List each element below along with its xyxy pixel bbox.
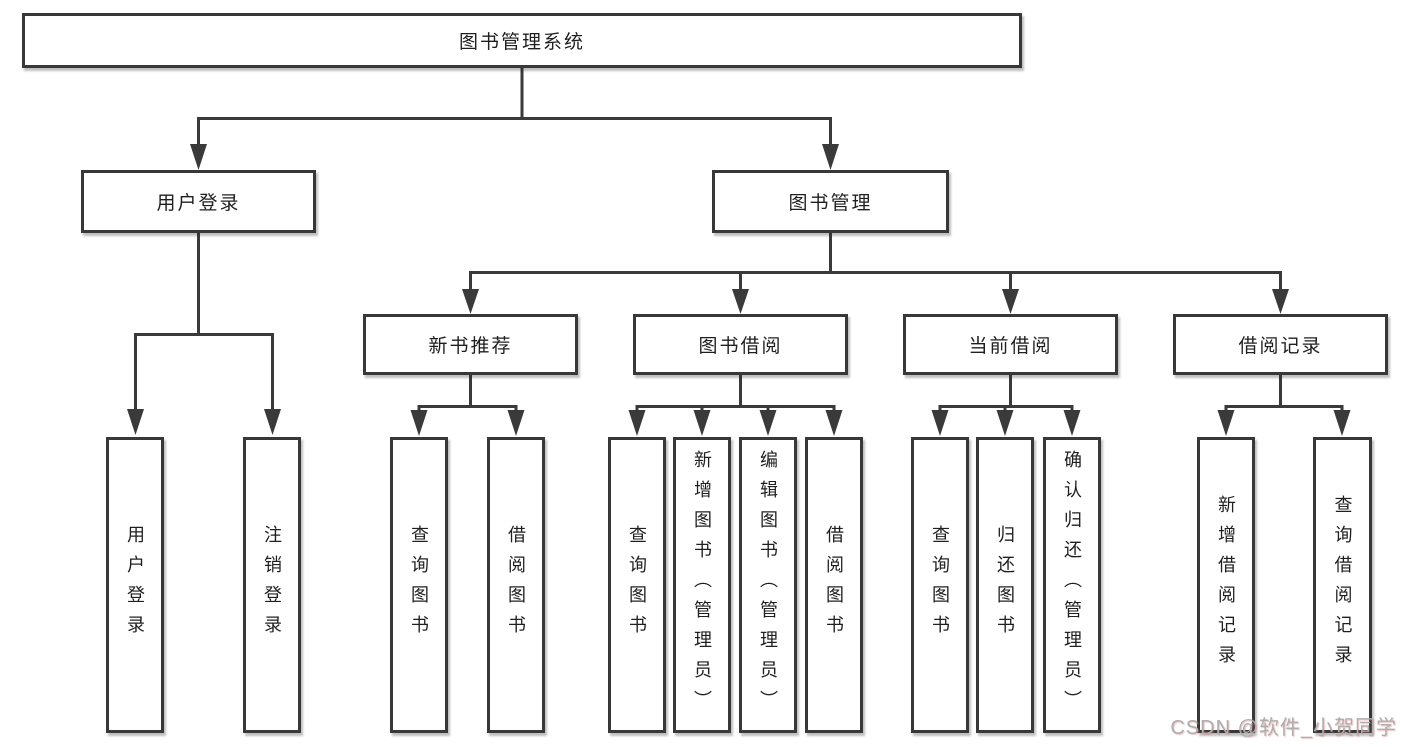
node-book-borrowing: 图书借阅 [633,314,848,375]
node-label: 图书管理 [788,193,873,214]
node-book-management: 图书管理 [712,170,949,233]
leaf-search-books-recommend: 查询图书 [390,437,448,733]
node-library-management-system: 图书管理系统 [22,13,1022,68]
leaf-borrow-books-recommend: 借阅图书 [487,437,545,733]
node-label: 新书推荐 [428,336,513,357]
leaf-borrow-books-borrowing: 借阅图书 [805,437,863,733]
leaf-add-borrow-record: 新增借阅记录 [1197,437,1255,733]
leaf-label: 借阅图书 [824,525,844,645]
node-current-borrowing: 当前借阅 [903,314,1118,375]
leaf-logout: 注销登录 [243,437,301,733]
node-user-login: 用户登录 [81,170,316,233]
leaf-label: 查询借阅记录 [1332,495,1353,675]
leaf-label: 查询图书 [627,525,647,645]
node-label: 图书借阅 [698,336,783,357]
leaf-add-book-admin: 新增图书（管理员） [673,437,731,733]
leaf-confirm-return-admin: 确认归还（管理员） [1043,437,1101,733]
leaf-label: 用户登录 [125,525,145,645]
leaf-edit-book-admin: 编辑图书（管理员） [739,437,797,733]
leaf-label: 新增借阅记录 [1216,495,1236,675]
leaf-user-login: 用户登录 [106,437,164,733]
node-label: 用户登录 [156,193,241,214]
leaf-return-books: 归还图书 [976,437,1034,733]
leaf-label: 注销登录 [262,525,282,645]
arrow-down-icons [127,144,1351,436]
leaf-label: 归还图书 [995,525,1015,645]
leaf-label: 借阅图书 [506,525,526,645]
leaf-label: 新增图书（管理员） [692,450,712,720]
leaf-search-borrow-record: 查询借阅记录 [1313,437,1372,733]
leaf-search-books-current: 查询图书 [911,437,969,733]
node-borrowing-records: 借阅记录 [1173,314,1388,375]
leaf-label: 确认归还（管理员） [1062,450,1082,720]
leaf-label: 编辑图书（管理员） [758,450,778,720]
leaf-label: 查询图书 [930,525,950,645]
csdn-watermark: CSDN @软件_小贺同学 [1170,717,1397,739]
node-label: 当前借阅 [968,336,1053,357]
leaf-search-books-borrowing: 查询图书 [608,437,666,733]
leaf-label: 查询图书 [409,525,429,645]
node-new-book-recommendation: 新书推荐 [363,314,578,375]
node-label: 图书管理系统 [458,32,585,53]
node-label: 借阅记录 [1238,336,1323,357]
